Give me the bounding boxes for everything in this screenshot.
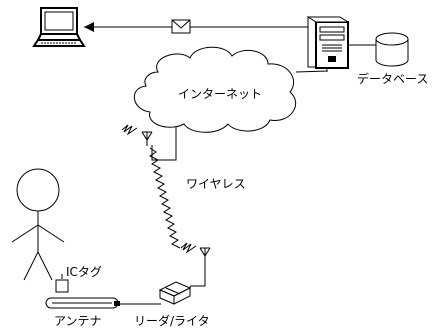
database-icon [376, 33, 408, 66]
ic-tag-label: ICタグ [66, 266, 102, 278]
server-icon [308, 17, 348, 68]
upper-antenna-icon [122, 125, 152, 146]
internet-label: インターネット [178, 88, 262, 100]
wireless-label: ワイヤレス [186, 178, 246, 190]
antenna-label: アンテナ [54, 315, 102, 327]
lower-antenna-icon [181, 243, 210, 262]
ic-tag-icon [56, 280, 68, 292]
reader-writer-label: リーダ/ライタ [134, 315, 210, 327]
wireless-signal-icon [150, 148, 180, 248]
antenna-pad-icon [46, 298, 120, 308]
reader-writer-icon [160, 282, 190, 304]
person-icon [12, 169, 64, 280]
laptop-icon [34, 8, 84, 46]
database-label: データベース [357, 73, 428, 85]
envelope-icon [172, 20, 190, 33]
